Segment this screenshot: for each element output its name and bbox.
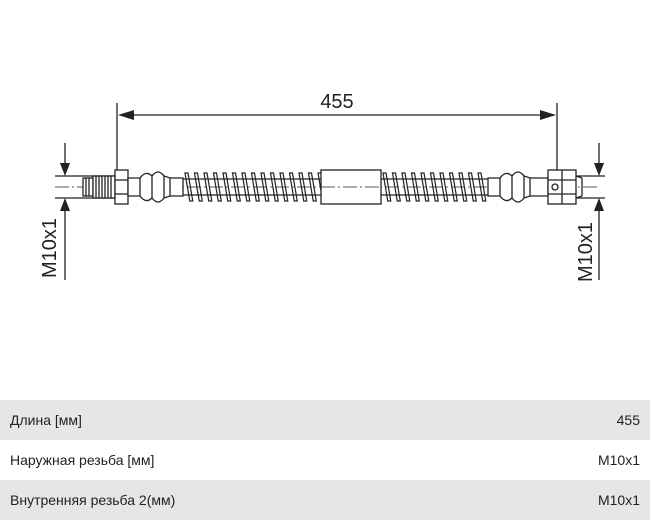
spec-value: M10x1	[597, 492, 640, 508]
hose-coil	[401, 172, 411, 202]
hose-coil	[458, 172, 468, 202]
right-thread-arrow-bottom	[594, 198, 604, 211]
hose-coil	[250, 172, 260, 202]
spec-table: Длина [мм] 455 Наружная резьба [мм] M10x…	[0, 400, 650, 520]
left-thread-arrow-bottom	[60, 198, 70, 211]
spec-label: Наружная резьба [мм]	[10, 452, 155, 468]
left-thread-arrow-top	[60, 163, 70, 176]
hose-coil	[222, 172, 232, 202]
spec-row-external-thread: Наружная резьба [мм] M10x1	[0, 440, 650, 480]
hose-coil	[184, 172, 194, 202]
hose-spiral-right	[381, 172, 488, 202]
left-fitting	[82, 169, 184, 205]
hose-spiral-left	[183, 172, 327, 202]
spec-label: Внутренняя резьба 2(мм)	[10, 492, 176, 508]
hose-coil	[269, 172, 279, 202]
hose-coil	[391, 172, 401, 202]
right-thread-label: M10x1	[575, 222, 597, 282]
length-dimension	[116, 103, 558, 170]
hose-coil	[212, 172, 222, 202]
hose-coil	[298, 172, 308, 202]
hose-coil	[231, 172, 241, 202]
spec-value: 455	[616, 412, 640, 428]
right-thread-arrow-top	[594, 163, 604, 176]
hose-coil	[193, 172, 203, 202]
hose-coil	[288, 172, 298, 202]
hose-coil	[410, 172, 420, 202]
hose-coil	[448, 172, 458, 202]
hose-diagram-svg: 455 M10x1 M10x1	[39, 91, 605, 282]
hose-coil	[382, 172, 392, 202]
hose-coil	[439, 172, 449, 202]
length-label: 455	[320, 91, 353, 113]
hose-coil	[467, 172, 477, 202]
hose-coil	[477, 172, 487, 202]
length-arrow-right	[540, 110, 556, 120]
hose-coil	[420, 172, 430, 202]
hose-coil	[307, 172, 317, 202]
hose-coil	[203, 172, 213, 202]
right-fitting	[487, 169, 583, 205]
spec-label: Длина [мм]	[10, 412, 82, 428]
length-arrow-left	[118, 110, 134, 120]
left-thread-label: M10x1	[39, 218, 61, 278]
spec-value: M10x1	[597, 452, 640, 468]
hose-coil	[279, 172, 289, 202]
hose-drawing: 455 M10x1 M10x1	[39, 91, 605, 282]
hose-coil	[429, 172, 439, 202]
spec-row-length: Длина [мм] 455	[0, 400, 650, 440]
hose-coil	[260, 172, 270, 202]
spec-row-internal-thread: Внутренняя резьба 2(мм) M10x1	[0, 480, 650, 520]
hose-coil	[241, 172, 251, 202]
